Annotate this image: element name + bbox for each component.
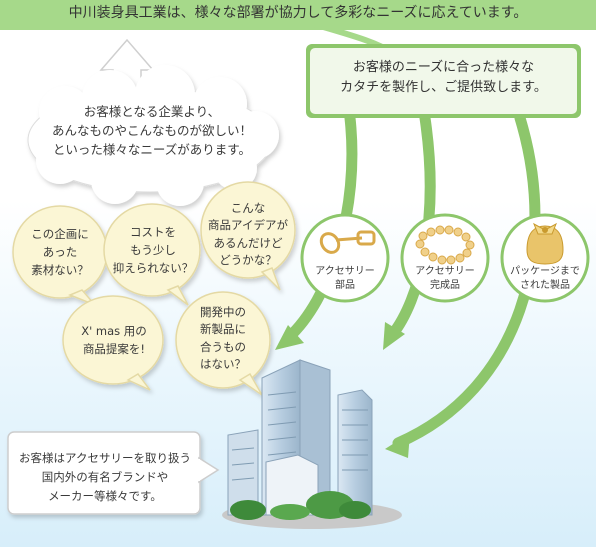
arrowhead-packaged	[385, 433, 410, 458]
product-label-parts: アクセサリー 部品	[315, 266, 375, 291]
bubble-text-newproduct: 開発中の 新製品に 合うもの はない？	[200, 305, 246, 371]
clasp-icon	[319, 230, 376, 254]
provide-text: お客様のニーズに合った様々な カタチを製作し、ご提供致します。	[340, 60, 547, 95]
product-label-packaged: パッケージまで された製品	[510, 266, 580, 291]
city-buildings	[222, 359, 402, 529]
bubble-shapes	[12, 181, 296, 396]
bubble-text-xmas: X' mas 用の 商品提案を!	[81, 324, 147, 356]
banner-background	[0, 0, 596, 30]
bubble-text-idea: こんな 商品アイデアが あるんだけど どうかな？	[208, 201, 288, 267]
bubble-text-cost: コストを もう少し 抑えられない？	[112, 225, 194, 275]
bubble-text-material: この企画に あった 素材ない？	[31, 227, 89, 277]
arrowhead-parts	[275, 325, 304, 350]
product-label-finished: アクセサリー 完成品	[415, 266, 475, 291]
necklace-icon	[415, 225, 475, 265]
arrowhead-finished	[383, 322, 405, 350]
needs-text: お客様となる企業より、 あんなものやこんなものが欲しい！ といった様々なニーズが…	[51, 104, 252, 157]
banner-text: 中川装身具工業は、様々な部署が協力して多彩なニーズに応えています。	[68, 5, 528, 21]
arrow-to-packaged	[392, 112, 541, 449]
customers-text: お客様はアクセサリーを取り扱う 国内外の有名ブランドや メーカー等様々です。	[19, 451, 191, 503]
gift-bag-icon	[526, 222, 564, 265]
needs-cloud	[27, 65, 279, 206]
